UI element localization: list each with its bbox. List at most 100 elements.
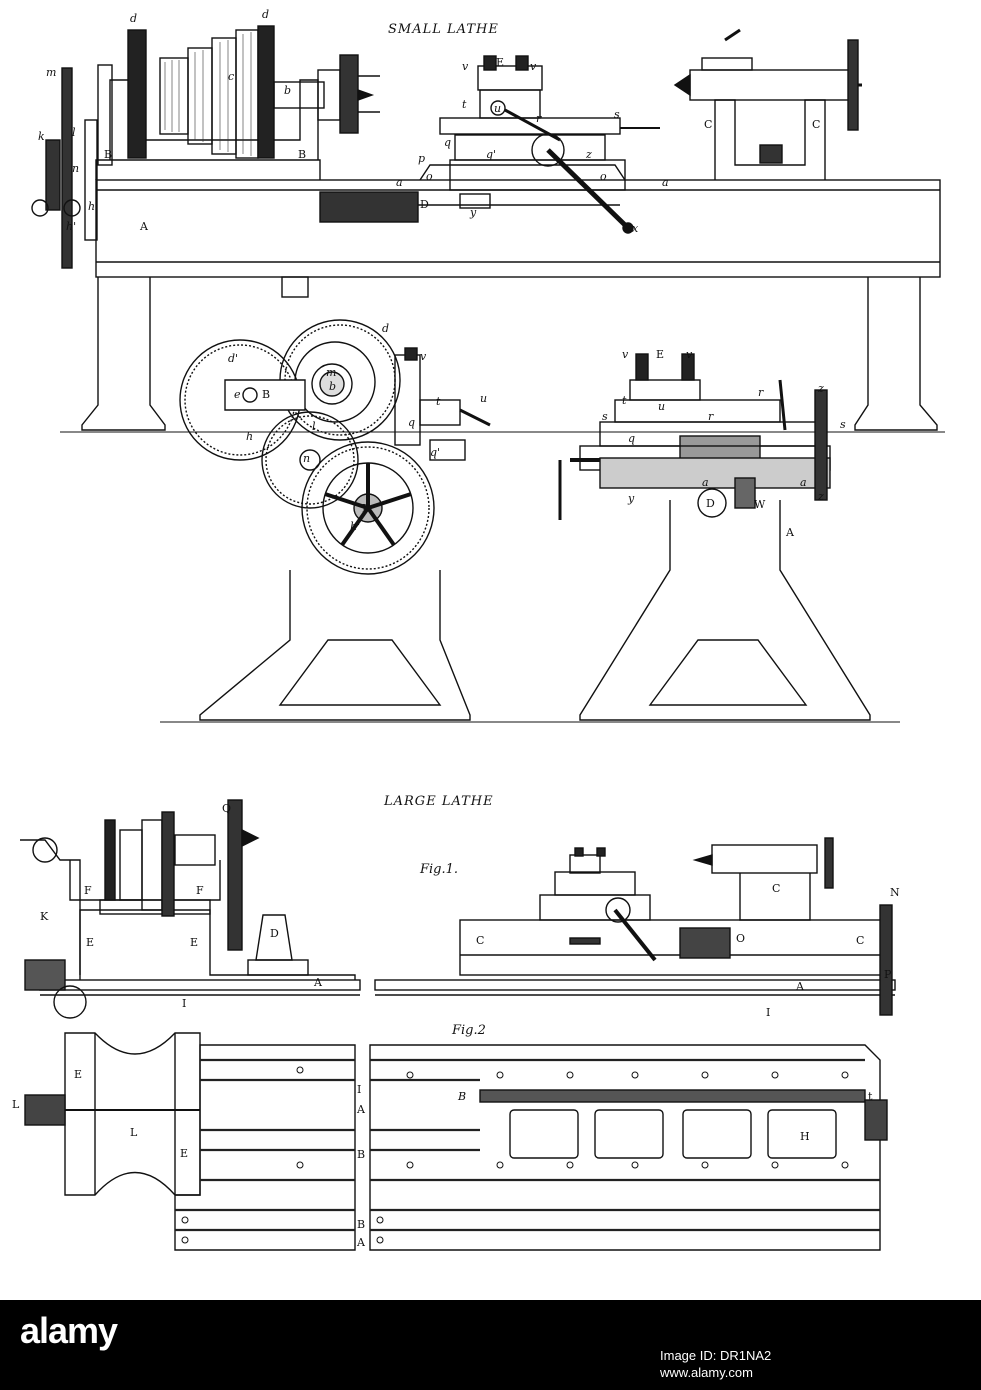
label: u (480, 392, 487, 405)
label: q (408, 416, 415, 429)
label: E (190, 936, 198, 949)
label: m (46, 66, 56, 79)
label: h' (66, 220, 76, 233)
label: z (817, 490, 824, 503)
label: t (462, 98, 467, 111)
large-lathe-fig1 (20, 800, 895, 1018)
label: z (585, 148, 592, 161)
gear-d-left (128, 30, 146, 158)
large-tailstock (712, 845, 817, 873)
label: m (326, 366, 336, 379)
label: D (706, 497, 715, 510)
bed-plan-left (175, 1045, 355, 1250)
label: h (246, 430, 253, 443)
title-large-lathe: LARGE LATHE (384, 794, 494, 809)
label: b (284, 84, 291, 97)
label: q' (486, 148, 496, 161)
change-gear (62, 68, 72, 268)
label: E (74, 1068, 82, 1081)
label: B (357, 1148, 365, 1161)
label: t (622, 394, 627, 407)
label: C (856, 934, 864, 947)
label: h' (350, 520, 360, 533)
label: k (38, 130, 45, 143)
label: P (884, 968, 892, 981)
label: q (628, 432, 635, 445)
label: L (130, 1126, 138, 1139)
label: v (420, 350, 427, 363)
label: A (785, 526, 795, 539)
label: x (632, 222, 639, 235)
bed-nut (282, 277, 308, 297)
stock-url: www.alamy.com (660, 1364, 960, 1381)
handwheel (848, 40, 858, 130)
label: n (303, 452, 310, 465)
bed-body (460, 920, 885, 975)
label: t (868, 1090, 873, 1103)
label: C (704, 118, 712, 131)
part-labels: d d m c b k l n h h' B B A a a D o o p q… (12, 8, 900, 1249)
label: q (444, 136, 451, 149)
change-gears-N-P (880, 905, 892, 1015)
label: v (686, 348, 693, 361)
large-gear-Q (228, 800, 242, 950)
label: B (298, 148, 306, 161)
bed-plan-right (370, 1045, 880, 1250)
label: v (622, 348, 629, 361)
section-tool-post (630, 380, 700, 400)
label: E (656, 348, 664, 361)
label: r (758, 386, 764, 399)
left-leg (82, 277, 165, 430)
label: b (329, 380, 336, 393)
lead-screw-worm (320, 192, 418, 222)
caption-fig1: Fig.1. (420, 862, 458, 877)
label: E (496, 56, 504, 69)
label: n (72, 162, 79, 175)
chuck (340, 55, 358, 133)
label: v (462, 60, 469, 73)
label: B (104, 148, 112, 161)
label: d' (228, 352, 238, 365)
label: I (182, 997, 186, 1010)
label: a (702, 476, 709, 489)
image-reference: Image ID: DR1NA2 www.alamy.com (660, 1347, 960, 1381)
lathe-drawing: d d m c b k l n h h' B B A a a D o o p q… (0, 0, 981, 1300)
label: O (736, 932, 745, 945)
label: c (228, 70, 234, 83)
headstock-plan (65, 1033, 200, 1195)
label: D (420, 198, 429, 211)
label: I (357, 1083, 361, 1096)
rack-H (480, 1090, 865, 1102)
label: u (658, 400, 665, 413)
label: d (262, 8, 269, 21)
label: A (139, 220, 149, 233)
label: B (457, 1090, 466, 1103)
label: o (426, 170, 433, 183)
bed-rail-right (375, 980, 895, 990)
label: B (262, 388, 270, 401)
label: v (530, 60, 537, 73)
large-lathe-fig2 (25, 1033, 887, 1250)
bed-rail-left (40, 980, 360, 990)
label: y (627, 492, 635, 505)
label: l (72, 126, 76, 139)
label: A (356, 1236, 366, 1249)
gear-O (680, 928, 730, 958)
small-lathe-side-view (32, 26, 945, 432)
label: I (766, 1006, 770, 1019)
label: F (84, 884, 92, 897)
label: q' (430, 446, 440, 459)
label: s (614, 108, 620, 121)
label: C (476, 934, 484, 947)
label: A (313, 976, 323, 989)
engraving-plate: d d m c b k l n h h' B B A a a D o o p q… (0, 0, 981, 1300)
label: D (362, 502, 371, 515)
label: y (469, 206, 477, 219)
gear-d-right (258, 26, 274, 158)
title-small-lathe: SMALL LATHE (388, 22, 499, 37)
label: r (708, 410, 714, 423)
label: d (382, 322, 389, 335)
label: E (180, 1147, 188, 1160)
section-stand (580, 500, 870, 720)
label: s (602, 410, 608, 423)
